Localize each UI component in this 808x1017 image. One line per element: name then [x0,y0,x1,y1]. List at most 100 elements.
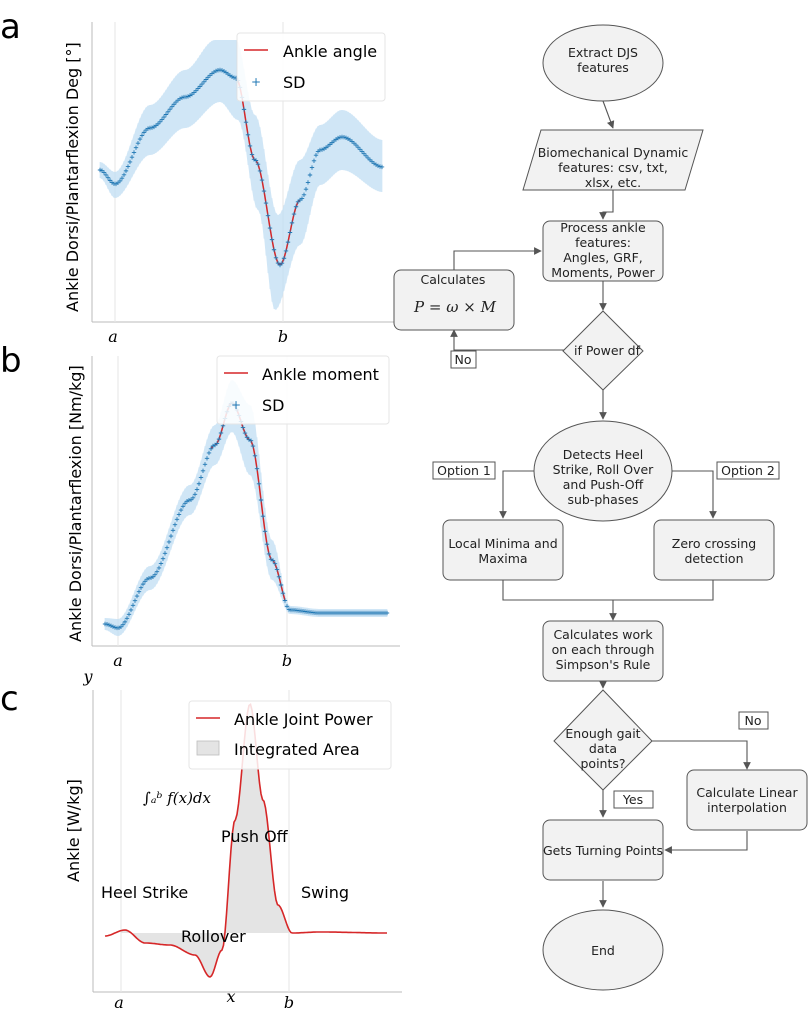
a-sd-marker [131,150,137,155]
connector-enough-linear [651,740,751,770]
panel-c-label-heel-strike: Heel Strike [101,883,188,902]
b-sd-marker [260,513,266,519]
label-option-2-box [716,461,780,480]
b-sd-marker [158,561,164,566]
node-local-minima [442,519,564,581]
a-sd-marker [363,153,369,159]
b-sd-marker [168,533,174,539]
label-option-2: Option 2 [721,463,775,478]
a-sd-marker [259,177,265,183]
panel-b-tick-a: a [113,651,123,670]
connector-linear-turning [664,831,748,854]
node-calculates [393,269,515,331]
a-sd-marker [193,88,199,93]
panel-a-sd-band [100,40,382,310]
a-sd-marker [293,204,299,209]
a-sd-marker [309,165,315,170]
a-sd-marker [379,164,385,170]
b-sd-marker [134,593,140,599]
a-sd-marker [319,147,325,152]
b-sd-marker [280,590,286,596]
b-sd-marker [118,624,124,629]
panel-c-label-rollover: Rollover [181,927,246,946]
a-sd-marker [249,152,255,157]
connector-biomech-process [599,190,614,220]
panel-c-legend-power: Ankle Joint Power [234,710,373,729]
a-sd-marker [101,170,107,175]
b-sd-marker [258,497,264,503]
a-sd-marker [287,230,293,235]
flowchart-connectors [450,100,751,908]
b-sd-marker [124,616,130,621]
a-sd-marker [185,94,191,99]
node-extract [542,24,664,102]
a-sd-marker [105,175,111,180]
a-sd-marker [281,256,287,261]
panel-a-sd-markers [97,67,385,268]
panel-c-legend: Ankle Joint Power Integrated Area [188,700,392,770]
a-sd-marker [271,247,277,252]
b-sd-marker [108,623,114,628]
a-sd-marker [291,211,297,217]
b-sd-marker [266,551,272,557]
b-sd-marker [154,569,160,574]
a-sd-marker [265,213,271,218]
node-enough [553,689,653,791]
label-no-2-box [738,711,769,730]
node-if-power-label: if Power df [574,343,641,358]
b-sd-marker [182,501,188,506]
a-sd-marker [213,68,219,74]
panel-b-ylabel: Ankle Dorsi/Plantarflexion [Nm/kg] [66,365,85,642]
a-sd-marker [139,133,145,138]
label-option-1: Option 1 [437,463,491,478]
b-sd-marker [254,466,260,471]
panel-c-legend-area: Integrated Area [234,740,360,759]
a-sd-marker [269,237,275,242]
b-sd-marker [200,468,206,474]
a-sd-marker [125,164,131,169]
panel-c-label-push-off: Push Off [221,827,289,846]
b-sd-marker [174,517,180,522]
connector-local-work [502,580,617,621]
panel-a-legend-plus-icon: + [251,75,261,89]
a-sd-marker [117,178,123,184]
b-sd-marker [198,475,204,480]
b-sd-marker [270,558,276,563]
label-no-2: No [745,713,762,728]
connector-ifpower-calculates [450,329,565,351]
a-sd-marker [97,167,103,173]
node-work [542,620,664,682]
panel-letter-b: b [0,341,22,381]
a-sd-marker [273,255,279,260]
panel-a-legend-mean: Ankle angle [283,42,377,61]
label-yes-box [613,790,654,809]
b-sd-marker [188,497,194,502]
a-sd-marker [195,86,201,91]
panel-c-x-symbol: x [226,987,235,1006]
node-calculates-formula: P = ω × M [413,298,497,316]
panel-a-tick-a: a [108,327,118,346]
node-calculates-label: Calculates [421,272,486,287]
a-sd-marker [103,172,109,178]
panel-c-y-symbol: y [82,667,93,686]
panel-a-legend-box [236,32,386,102]
b-sd-marker [112,625,118,630]
node-turning-label: Gets Turning Points [543,843,663,858]
b-sd-marker [192,492,198,497]
b-sd-marker [106,622,112,628]
a-sd-marker [123,168,129,174]
b-sd-marker [242,430,248,436]
a-sd-marker [119,175,125,181]
panel-letter-c: c [0,679,19,719]
b-sd-marker [150,574,156,579]
a-sd-marker [129,155,135,160]
a-sd-marker [121,172,127,177]
b-sd-marker [262,529,268,534]
a-sd-marker [361,151,367,156]
panel-b-legend-box [216,355,390,425]
label-yes: Yes [622,792,643,807]
b-sd-marker [130,603,136,608]
